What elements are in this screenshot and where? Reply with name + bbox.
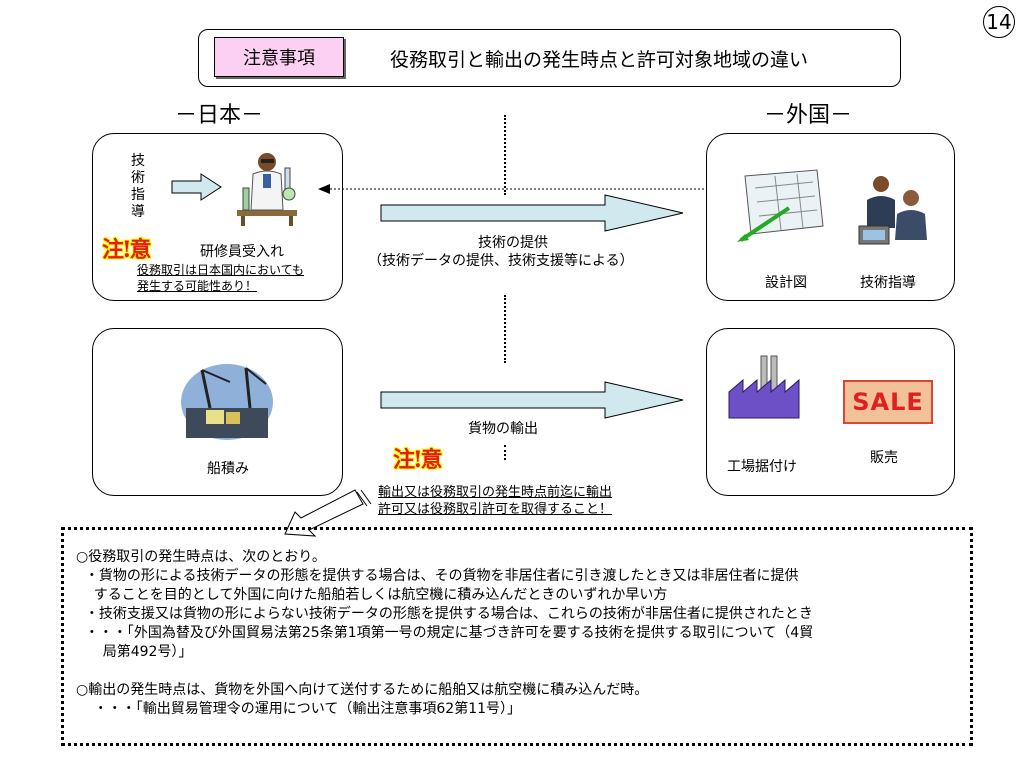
note-line: ・・・「外国為替及び外国貿易法第25条第1項第一号の規定に基づき許可を要する技術… [76, 625, 814, 641]
callout-arrow-icon [284, 489, 372, 537]
dotted-return-arrow [318, 184, 724, 194]
region-foreign-label: －外国－ [764, 103, 853, 128]
region-japan-label: －日本－ [175, 103, 264, 128]
notes-box [61, 527, 973, 746]
trainee-acceptance-label: 研修員受入れ [200, 244, 284, 260]
caution-mark-lower: 注!意 [393, 447, 443, 473]
factory-icon [728, 355, 800, 419]
note-line: ・貨物の形による技術データの形態を提供する場合は、その貨物を非居住者に引き渡した… [76, 568, 799, 584]
japan-technology-panel [92, 133, 343, 301]
border-divider-middle [504, 295, 506, 363]
technical-guidance-label: 技術指導 [860, 275, 916, 291]
note-line: 局第492号）」 [76, 644, 193, 660]
title-box [198, 29, 901, 87]
sales-label: 販売 [870, 450, 898, 466]
note-line: することを目的として外国に向けた船舶若しくは航空機に積み込んだときのいずれか早い… [76, 587, 668, 603]
factory-installation-label: 工場据付け [727, 459, 797, 475]
researcher-icon [237, 153, 297, 226]
caution-note-lower-line2: 許可又は役務取引許可を取得すること！ [378, 502, 613, 517]
caution-note-lower-line1: 輸出又は役務取引の発生時点前迄に輸出 [378, 485, 613, 500]
sale-sign-icon: SALE [843, 380, 933, 424]
page-title: 役務取引と輸出の発生時点と許可対象地域の違い [390, 49, 809, 71]
note-line: ・技術支援又は貨物の形によらない技術データの形態を提供する場合は、これらの技術が… [76, 606, 813, 622]
goods-export-label: 貨物の輸出 [468, 421, 538, 437]
technical-guidance-people-icon [858, 176, 927, 245]
border-divider-lower [504, 445, 506, 460]
note-line: ・・・「輸出貿易管理令の運用について（輸出注意事項62第11号）」 [76, 701, 522, 717]
caution-note-upper-line1: 役務取引は日本国内においても [137, 263, 305, 277]
caution-tag: 注意事項 [214, 37, 344, 77]
notes-text: ○役務取引の発生時点は、次のとおり。 ・貨物の形による技術データの形態を提供する… [76, 548, 966, 719]
note-line: ○役務取引の発生時点は、次のとおり。 [76, 549, 326, 565]
vertical-technical-guidance-label: 技 術 指 導 [131, 153, 145, 220]
note-line: ○輸出の発生時点は、貨物を外国へ向けて送付するために船舶又は航空機に積み込んだ時… [76, 682, 649, 698]
blueprint-label: 設計図 [765, 275, 807, 291]
goods-export-arrow [380, 381, 684, 419]
technology-provision-arrow [380, 194, 684, 232]
ship-loading-icon [181, 364, 273, 440]
caution-note-upper-line2: 発生する可能性あり！ [137, 279, 258, 293]
technology-provision-label: 技術の提供 [478, 235, 548, 251]
technology-provision-detail: （技術データの提供、技術支援等による） [368, 253, 634, 269]
page-number: 14 [983, 6, 1015, 38]
caution-mark-upper: 注!意 [102, 237, 152, 263]
guidance-arrow-icon [171, 173, 222, 201]
border-divider-upper [504, 115, 506, 195]
note-line [76, 662, 966, 681]
shipping-label: 船積み [207, 461, 249, 477]
blueprint-icon [737, 169, 824, 242]
